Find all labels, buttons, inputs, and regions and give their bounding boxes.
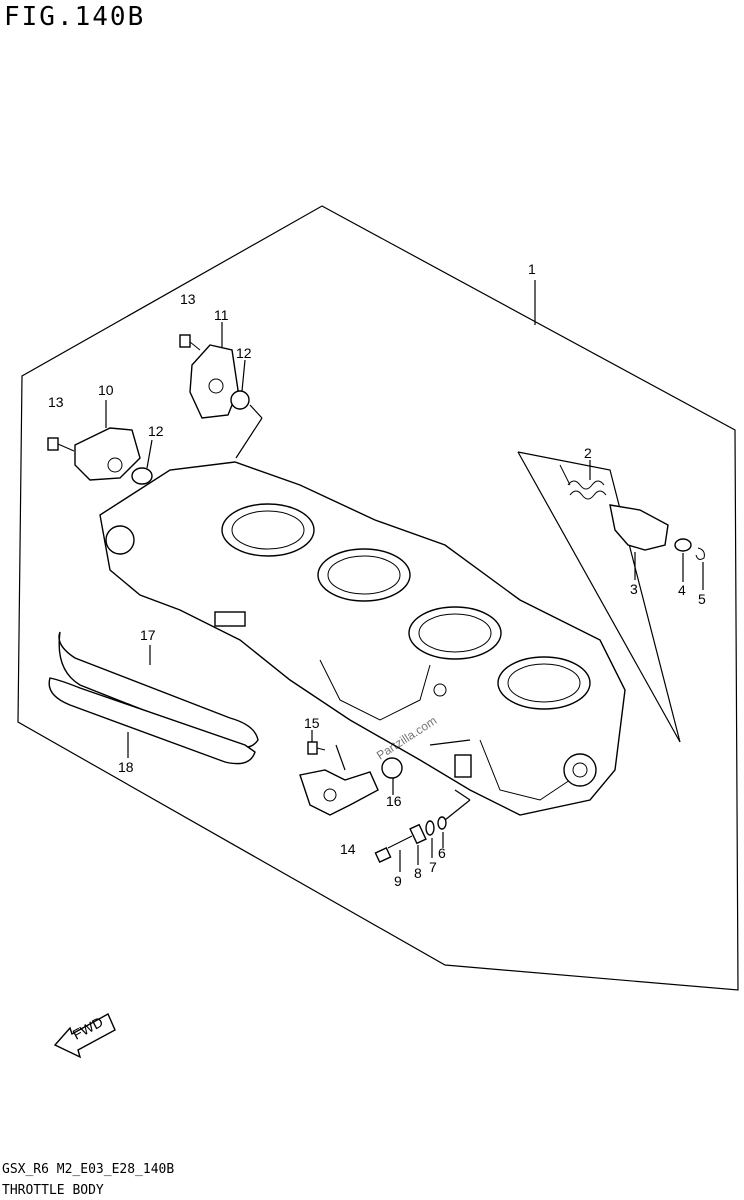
throttle-body-casting [99,461,626,816]
callout-16: 16 [386,793,402,809]
callout-13a: 13 [48,394,64,410]
throttle-bore-4 [497,656,591,710]
bolt-part-9 [374,835,413,863]
callout-8: 8 [414,865,422,881]
figure-title: FIG.140B [4,2,146,32]
callout-11: 11 [214,307,229,323]
callout-12b: 12 [236,345,252,361]
callout-13b: 13 [180,291,196,307]
leader-12b [241,359,246,392]
figure-name: THROTTLE BODY [2,1183,104,1198]
washer-part-4 [674,538,692,552]
oring-part-6 [437,816,447,830]
screw-part-15 [307,741,326,755]
callout-9: 9 [394,873,402,889]
callout-7: 7 [429,859,437,875]
sensor-part-11 [189,344,239,419]
screw-part-13b [179,334,201,351]
seal-part-18 [48,677,256,765]
assembly-boundary [17,205,739,991]
callout-14: 14 [340,841,356,857]
callout-4: 4 [678,582,686,598]
sensor-part-10 [74,427,141,481]
callout-5: 5 [698,591,706,607]
subassembly-frame-right [517,451,681,743]
fwd-arrow-icon: FWD [53,1013,116,1059]
oring-part-12b [230,390,250,410]
spring-part-2 [559,464,607,500]
clip-part-5 [695,547,705,560]
callout-6: 6 [438,845,446,861]
callout-15: 15 [304,715,320,731]
lever-part-3 [609,504,669,551]
seal-part-17 [58,631,259,749]
screw-part-13a [47,437,75,452]
leader-12a [146,439,153,469]
callout-2: 2 [584,445,592,461]
callout-10: 10 [98,382,114,398]
callout-17: 17 [140,627,156,643]
callout-12a: 12 [148,423,164,439]
throttle-bore-1 [221,503,315,557]
oring-part-12a [131,467,153,485]
figure-code: GSX_R6 M2_E03_E28_140B [2,1162,175,1177]
callout-18: 18 [118,759,134,775]
spring-part-8 [409,823,427,845]
oring-part-7 [425,820,435,836]
callout-3: 3 [630,581,638,597]
callout-1: 1 [528,261,536,277]
throttle-bore-2 [317,548,411,602]
oring-part-16 [381,757,403,779]
sensor-part-14 [299,769,379,816]
throttle-bore-3 [408,606,502,660]
